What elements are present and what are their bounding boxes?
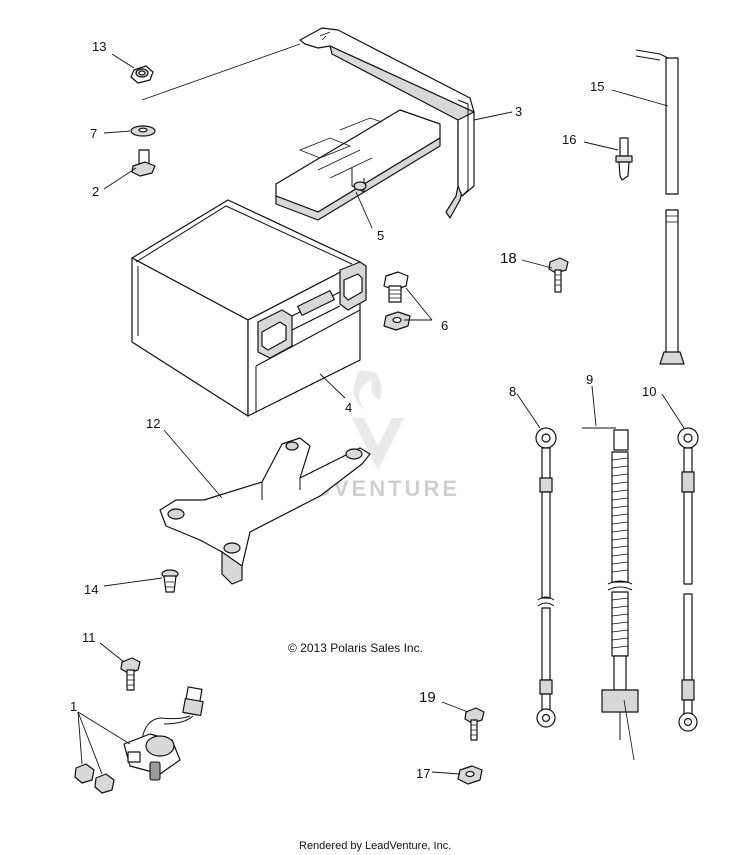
callout-12: 12 [146,416,160,431]
callout-10: 10 [642,384,656,399]
callout-1: 1 [70,699,77,714]
callout-18: 18 [500,250,517,267]
rivet-14 [161,569,179,593]
callout-4: 4 [345,400,352,415]
bolt-nut-6 [383,271,411,331]
leader-lines [77,53,685,775]
cable-9 [582,427,639,761]
screw-19 [464,707,485,741]
callout-16: 16 [562,132,576,147]
nut-13 [130,65,154,84]
bolt-2 [131,149,156,177]
cable-8 [535,427,557,728]
footer-text: Rendered by LeadVenture, Inc. [299,840,451,852]
callout-6: 6 [441,318,448,333]
washer-7 [130,125,156,137]
callout-8: 8 [509,384,516,399]
callout-15: 15 [590,79,604,94]
solenoid-1 [74,686,204,794]
bracket-3 [299,27,475,219]
callout-2: 2 [92,184,99,199]
battery-4 [131,199,367,417]
screw-11 [120,657,141,691]
callout-17: 17 [416,766,430,781]
leader-line [141,43,301,101]
callout-11: 11 [82,630,96,645]
nut-17 [457,765,483,785]
vent-tube-15 [635,49,685,365]
callout-7: 7 [90,126,97,141]
fitting-16 [615,137,633,181]
callout-9: 9 [586,372,593,387]
callout-19: 19 [419,689,436,706]
callout-5: 5 [377,228,384,243]
copyright-text: © 2013 Polaris Sales Inc. [288,641,423,655]
cable-10 [677,427,699,732]
watermark-logo [352,370,404,470]
screw-18 [548,257,569,293]
callout-3: 3 [515,104,522,119]
callout-13: 13 [92,39,106,54]
callout-14: 14 [84,582,98,597]
strap-5 [275,109,441,221]
battery-tray-12 [159,437,371,585]
